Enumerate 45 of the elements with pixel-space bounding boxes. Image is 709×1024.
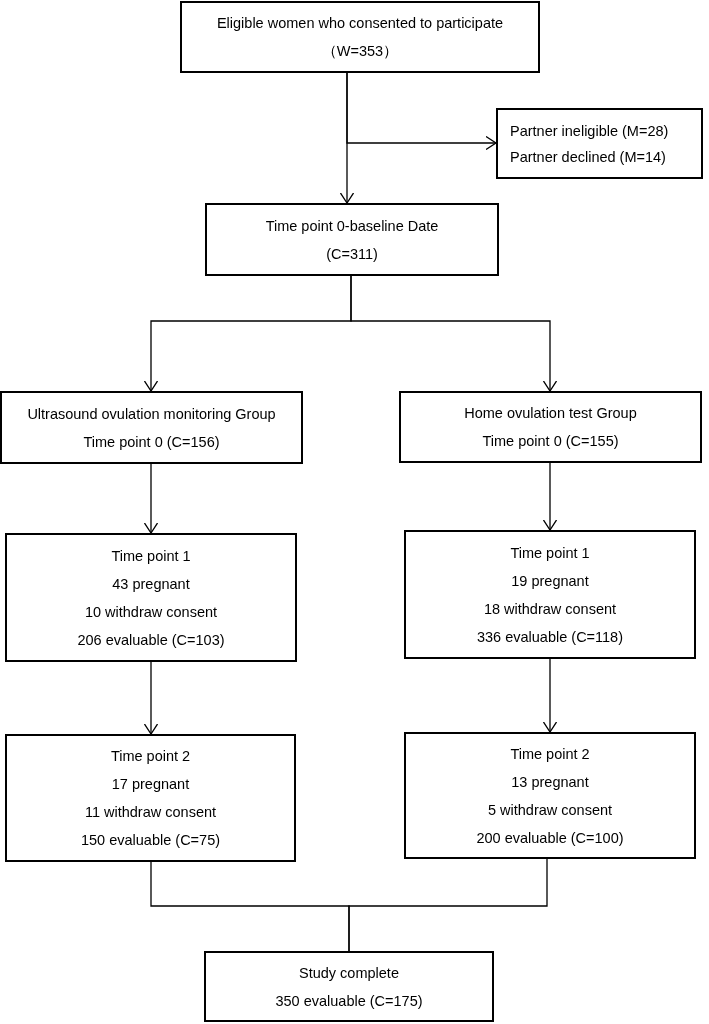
- process-box: [0, 391, 303, 464]
- arrow: [143, 463, 159, 534]
- box-text: Study complete: [299, 963, 399, 983]
- box-text: Home ovulation test Group: [464, 404, 637, 423]
- box-text: Ultrasound ovulation monitoring Group: [27, 404, 276, 424]
- arrow: [350, 275, 558, 392]
- arrow: [542, 462, 558, 531]
- box-text: Time point 1: [510, 543, 590, 563]
- arrow: [346, 72, 497, 151]
- box-text: (C=311): [326, 244, 378, 264]
- process-box: [180, 1, 540, 73]
- box-text: 19 pregnant: [511, 571, 589, 591]
- box-text: 336 evaluable (C=118): [476, 627, 623, 647]
- arrow: [542, 658, 558, 733]
- process-box: [5, 533, 297, 662]
- box-text: 10 withdraw consent: [84, 602, 218, 622]
- box-text: 13 pregnant: [511, 772, 589, 792]
- box-text: 17 pregnant: [111, 775, 190, 794]
- process-box: [404, 530, 696, 659]
- arrow: [143, 661, 159, 735]
- box-text: （W=353）: [321, 42, 399, 61]
- process-box: [5, 734, 296, 862]
- box-text: 43 pregnant: [112, 574, 190, 594]
- box-text: 5 withdraw consent: [487, 800, 613, 820]
- process-box: [204, 951, 494, 1022]
- box-text: 206 evaluable (C=103): [77, 630, 225, 650]
- box-text: Time point 2: [510, 744, 590, 764]
- box-text: Eligible women who consented to participate: [216, 14, 504, 33]
- process-box: [496, 108, 703, 179]
- box-text: Partner declined (M=14): [510, 147, 666, 167]
- box-text: Time point 0 (C=155): [482, 432, 619, 451]
- box-text: 150 evaluable (C=75): [80, 831, 221, 850]
- box-text: Time point 0 (C=156): [83, 432, 220, 452]
- box-text: Time point 2: [110, 747, 191, 766]
- box-text: Time point 1: [111, 546, 191, 566]
- box-text: 11 withdraw consent: [84, 803, 217, 822]
- process-box: [399, 391, 702, 463]
- connector-line: [348, 858, 548, 952]
- process-box: [205, 203, 499, 276]
- box-text: 200 evaluable (C=100): [476, 828, 624, 848]
- box-text: 18 withdraw consent: [483, 599, 617, 619]
- box-text: 350 evaluable (C=175): [275, 991, 423, 1011]
- box-text: Partner ineligible (M=28): [510, 121, 669, 141]
- box-text: Time point 0-baseline Date: [265, 216, 439, 236]
- process-box: [404, 732, 696, 859]
